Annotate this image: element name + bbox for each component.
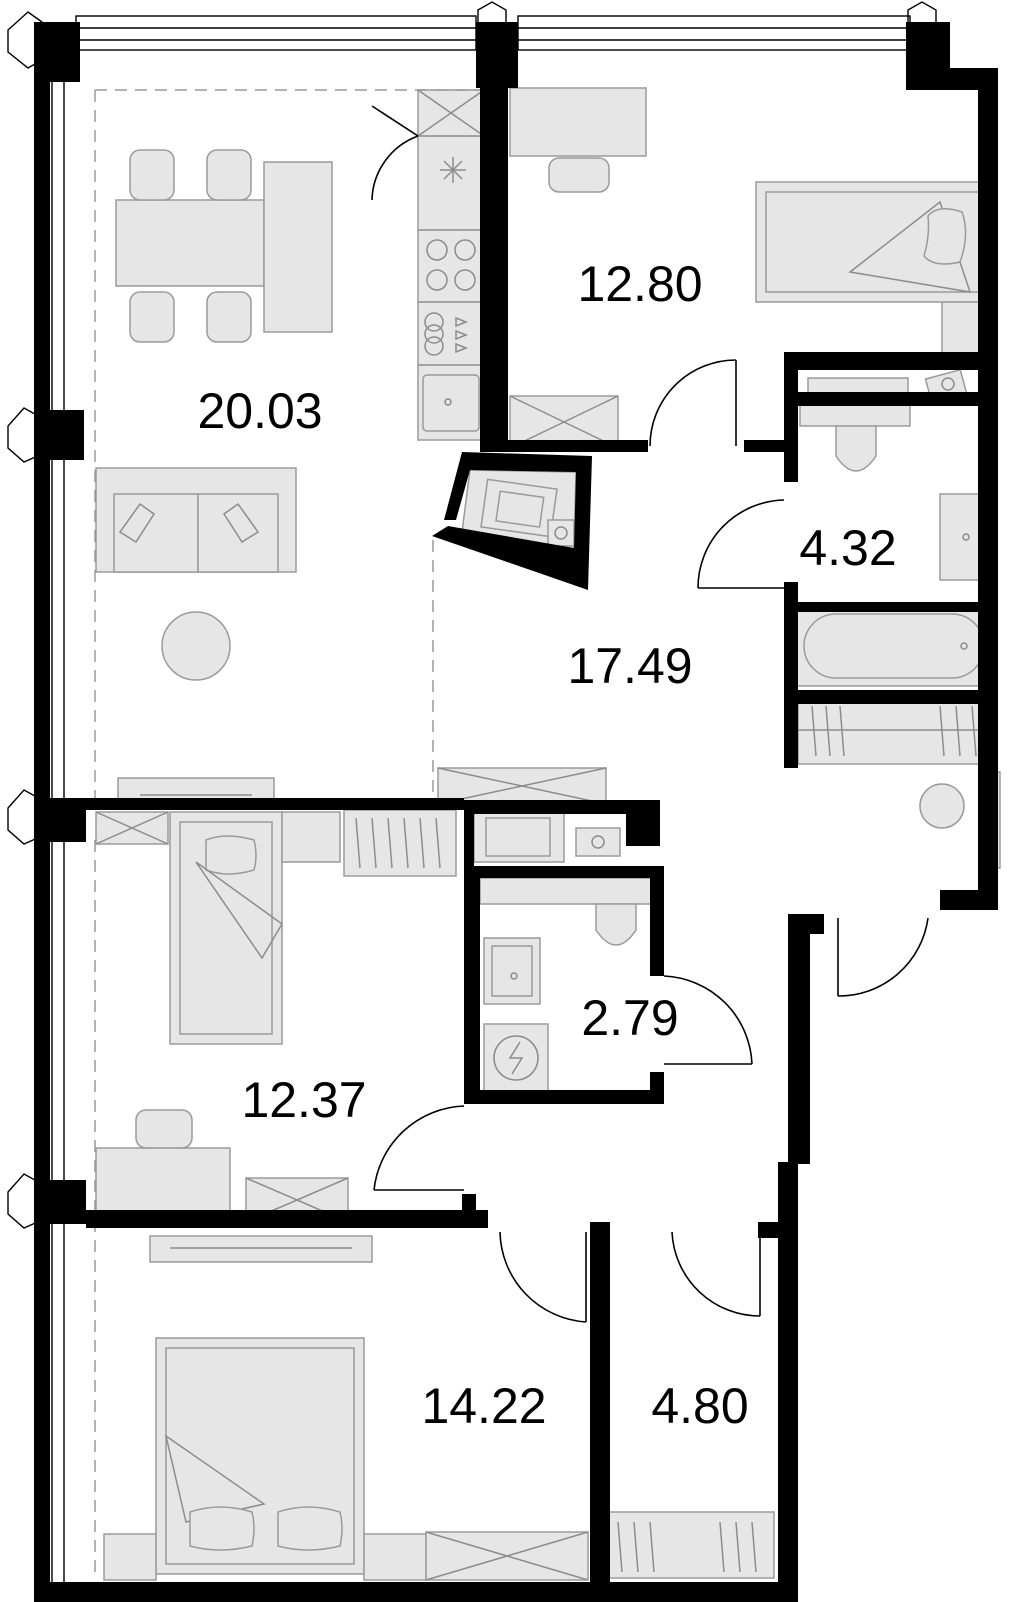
stove-burners-icon bbox=[426, 239, 476, 291]
dining-set bbox=[115, 149, 333, 343]
kitchen-sink-icon bbox=[422, 374, 480, 432]
room-area-bedroom-top: 12.80 bbox=[577, 256, 702, 312]
door-bedroom-bottom bbox=[499, 1231, 587, 1323]
room-area-bedroom-middle: 12.37 bbox=[241, 1072, 366, 1128]
room-area-bathroom: 4.32 bbox=[799, 520, 896, 576]
door-kitchen-balcony bbox=[371, 135, 419, 201]
furniture bbox=[95, 87, 1001, 1581]
wardrobe-hall-right bbox=[797, 697, 995, 765]
room-area-wc: 2.79 bbox=[581, 990, 678, 1046]
door-bedroom-top bbox=[649, 359, 737, 447]
wc-fixtures bbox=[479, 877, 653, 1093]
oven-controls-icon bbox=[424, 312, 469, 356]
room-area-living-kitchen: 20.03 bbox=[197, 383, 322, 439]
storage-wardrobe bbox=[607, 1511, 775, 1579]
sofa bbox=[95, 467, 297, 573]
bedroom-middle-furniture bbox=[95, 809, 457, 1223]
boiler-niche bbox=[461, 469, 577, 553]
door-bedroom-middle bbox=[373, 1105, 465, 1191]
bedroom-bottom-furniture bbox=[103, 1235, 589, 1581]
hall-pouf bbox=[919, 783, 965, 829]
door-storage bbox=[671, 1231, 761, 1317]
hall-cabinet bbox=[437, 767, 607, 805]
desk-top bbox=[509, 87, 647, 193]
doors bbox=[371, 105, 929, 1323]
room-area-hallway: 17.49 bbox=[567, 638, 692, 694]
area-labels: 20.03 12.80 4.32 17.49 12.37 2.79 14.22 … bbox=[197, 256, 896, 1434]
room-area-storage: 4.80 bbox=[651, 1378, 748, 1434]
wardrobe-top bbox=[509, 395, 619, 449]
bed-top bbox=[755, 181, 990, 355]
coffee-table bbox=[161, 611, 231, 681]
door-bathroom bbox=[697, 499, 785, 589]
washer-niche bbox=[473, 811, 621, 863]
snowflake-icon bbox=[440, 157, 466, 183]
door-wc bbox=[663, 975, 753, 1065]
bathroom-fixtures bbox=[795, 368, 993, 687]
walls bbox=[34, 22, 998, 1602]
door-entrance bbox=[837, 917, 929, 997]
room-area-bedroom-bottom: 14.22 bbox=[421, 1378, 546, 1434]
